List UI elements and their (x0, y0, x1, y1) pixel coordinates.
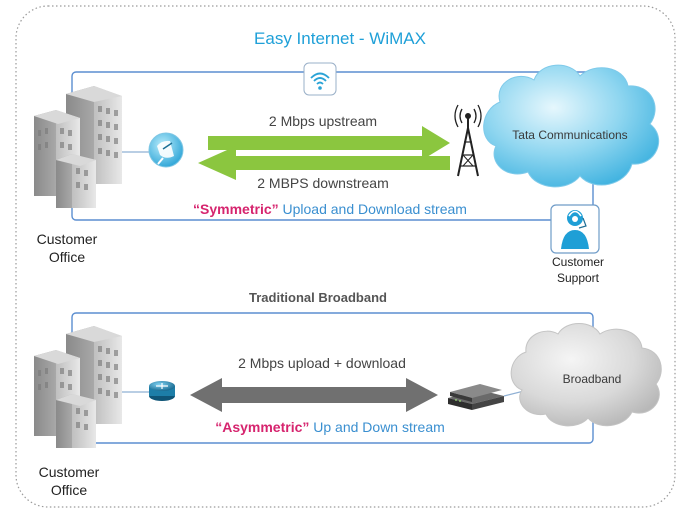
symmetric-caption: “Symmetric” Upload and Download stream (193, 201, 467, 217)
radio-tower-icon (454, 104, 482, 177)
tata-cloud-label: Tata Communications (512, 128, 627, 142)
broadband-cloud-label: Broadband (563, 372, 622, 386)
asymmetric-caption: “Asymmetric” Up and Down stream (215, 419, 445, 435)
broadband-cloud-icon (510, 323, 662, 427)
customer-support-label-line1: Customer (552, 255, 604, 269)
wimax-office-label-line1: Customer (37, 231, 98, 247)
wifi-icon (303, 62, 337, 96)
modem-icon (448, 384, 504, 410)
downstream-label: 2 MBPS downstream (257, 175, 389, 191)
downstream-arrow (198, 146, 450, 180)
symmetric-quote: “Symmetric” (193, 201, 279, 217)
upstream-label: 2 Mbps upstream (269, 113, 377, 129)
asymmetric-quote: “Asymmetric” (215, 419, 309, 435)
wimax-office-label-line2: Office (49, 249, 86, 265)
router-icon (149, 381, 175, 401)
upstream-arrow (208, 126, 450, 160)
customer-office-building-icon (34, 326, 122, 448)
asymmetric-rest: Up and Down stream (309, 419, 444, 435)
outer-border (15, 5, 676, 508)
symmetric-rest: Upload and Download stream (279, 201, 467, 217)
traditional-office-label-line1: Customer (39, 464, 100, 480)
customer-support-icon (550, 204, 600, 254)
page-title: Easy Internet - WiMAX (254, 29, 426, 48)
satellite-dish-icon (148, 132, 184, 168)
tata-cloud-icon (483, 64, 660, 188)
customer-support-label-line2: Support (557, 271, 600, 285)
traditional-title: Traditional Broadband (249, 290, 387, 305)
upload-download-label: 2 Mbps upload + download (238, 355, 406, 371)
upload-download-arrow (190, 378, 438, 412)
traditional-office-label-line2: Office (51, 482, 88, 498)
customer-office-building-icon (34, 86, 122, 208)
